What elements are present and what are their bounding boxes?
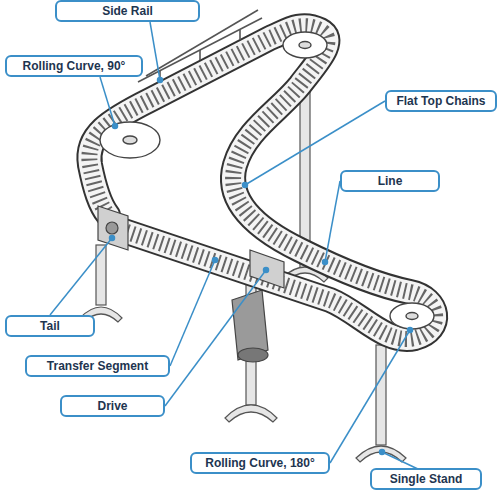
leader-dot bbox=[264, 268, 269, 273]
leader-line bbox=[100, 77, 115, 126]
motor bbox=[232, 290, 268, 362]
leader-dot bbox=[113, 124, 118, 129]
callout-box: Transfer Segment bbox=[25, 355, 170, 377]
callout-box: Drive bbox=[60, 395, 165, 417]
leader-line bbox=[330, 330, 410, 463]
leader-lines bbox=[50, 22, 420, 470]
callout-label: Rolling Curve, 180° bbox=[205, 456, 315, 470]
leader-line bbox=[170, 260, 215, 366]
leader-dot bbox=[158, 78, 163, 83]
wheel-hub bbox=[123, 136, 137, 144]
leader-line bbox=[325, 181, 340, 262]
callout-box: Flat Top Chains bbox=[385, 90, 497, 112]
callout-box: Rolling Curve, 180° bbox=[190, 452, 330, 474]
callout-box: Side Rail bbox=[55, 0, 200, 22]
curve-wheel bbox=[390, 303, 434, 329]
leader-dot bbox=[243, 183, 248, 188]
single-stand bbox=[376, 345, 386, 445]
callout-label: Single Stand bbox=[390, 472, 463, 486]
rail-bracket bbox=[160, 30, 240, 80]
curve-wheel bbox=[283, 32, 327, 58]
tail-shaft bbox=[106, 222, 118, 234]
callout-label: Transfer Segment bbox=[47, 359, 148, 373]
tail-leg bbox=[96, 245, 106, 305]
callout-box: Rolling Curve, 90° bbox=[5, 55, 143, 77]
side-rail bbox=[138, 18, 262, 82]
leader-dot bbox=[213, 258, 218, 263]
callout-label: Drive bbox=[97, 399, 127, 413]
wheel-hub bbox=[299, 42, 311, 49]
leader-line bbox=[50, 238, 112, 315]
callout-box: Line bbox=[340, 170, 440, 192]
callout-label: Flat Top Chains bbox=[396, 94, 485, 108]
leader-dot bbox=[110, 236, 115, 241]
motor-end bbox=[238, 348, 268, 362]
callout-label: Side Rail bbox=[102, 4, 153, 18]
drive-box bbox=[250, 250, 284, 288]
leader-dot bbox=[408, 328, 413, 333]
callout-box: Tail bbox=[5, 315, 95, 337]
leader-dot bbox=[380, 450, 385, 455]
drive-units bbox=[98, 206, 284, 288]
callout-label: Rolling Curve, 90° bbox=[23, 59, 126, 73]
callout-label: Tail bbox=[40, 319, 60, 333]
drive-foot bbox=[225, 405, 277, 422]
callout-label: Line bbox=[378, 174, 403, 188]
leader-dot bbox=[323, 260, 328, 265]
leader-line bbox=[165, 270, 266, 406]
curve-wheel bbox=[100, 122, 160, 158]
leader-line bbox=[150, 22, 160, 80]
wheel-hub bbox=[406, 313, 418, 320]
callout-box: Single Stand bbox=[370, 468, 482, 490]
tail-box bbox=[98, 206, 128, 250]
